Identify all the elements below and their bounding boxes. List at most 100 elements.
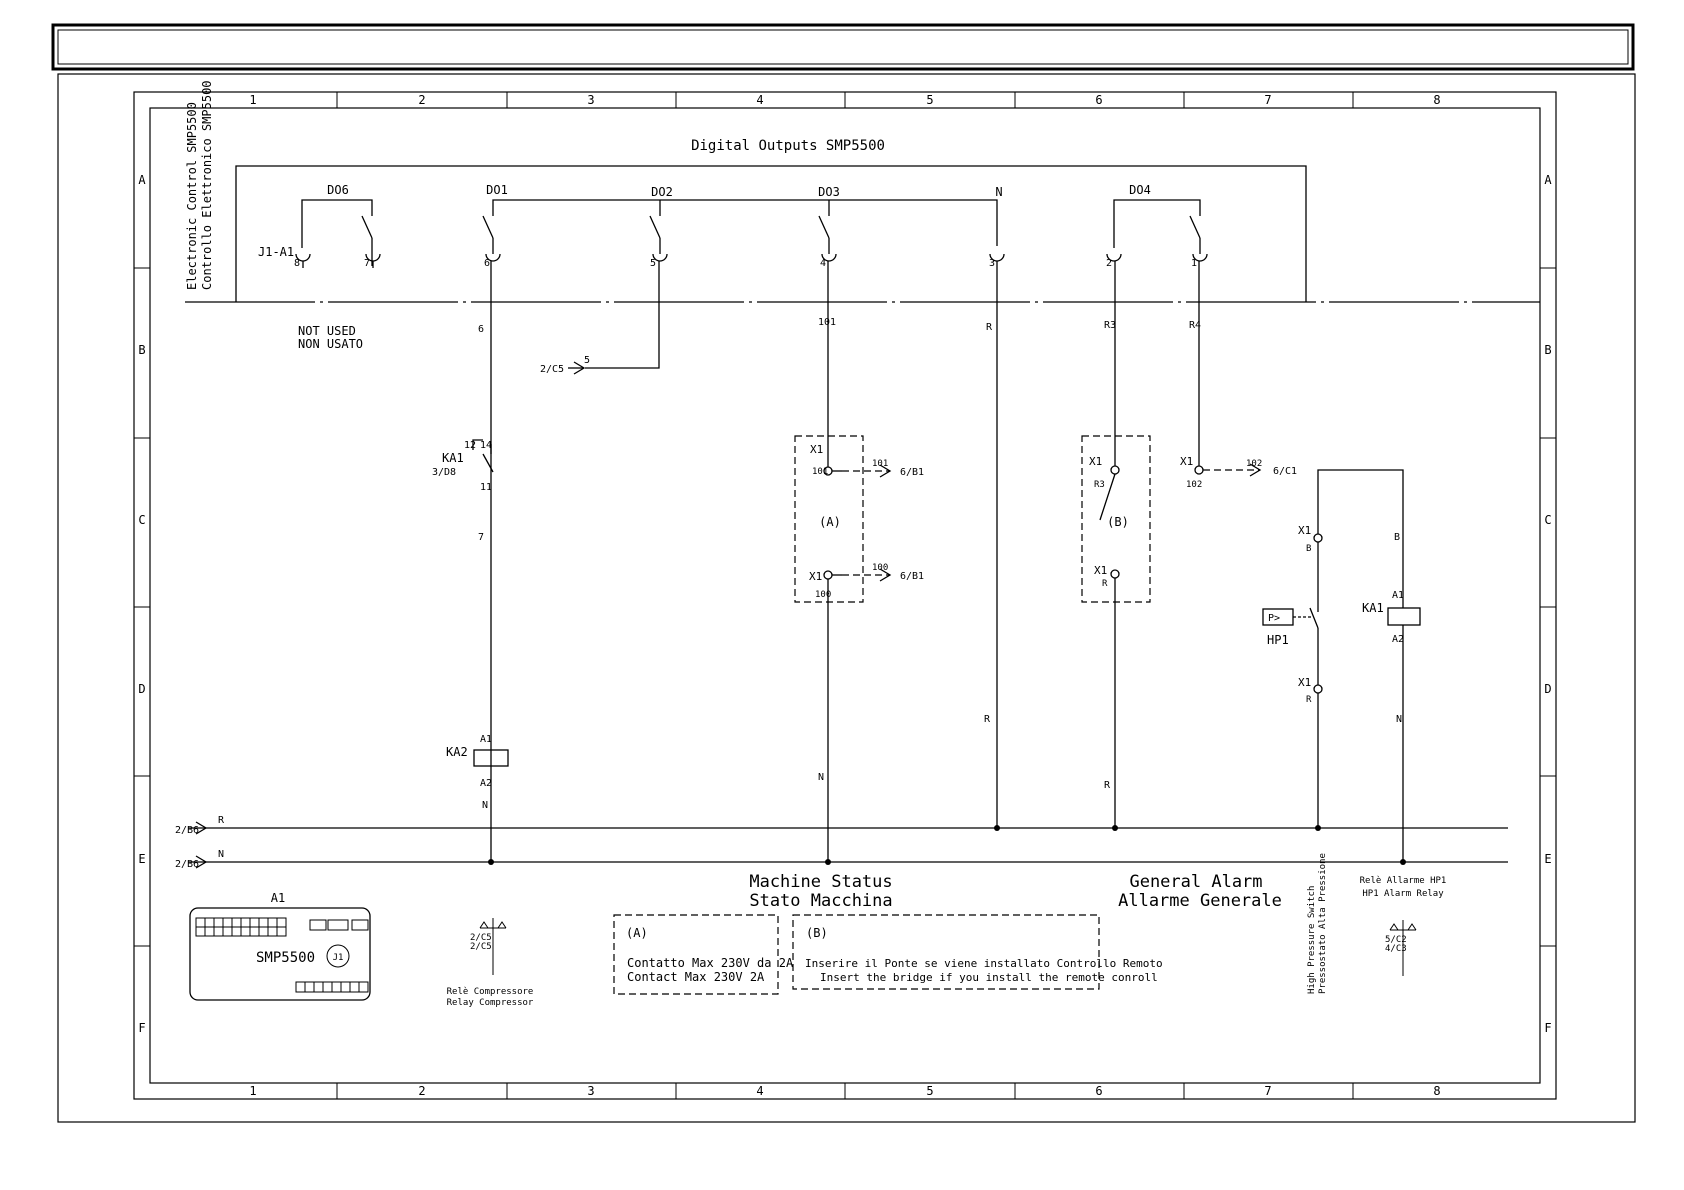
rail-n-ref: 2/B6 bbox=[175, 859, 199, 870]
row-label: D bbox=[1544, 682, 1551, 696]
alarm-relay-it: Relè Allarme HP1 bbox=[1360, 875, 1447, 886]
alarm-relay-en: HP1 Alarm Relay bbox=[1362, 889, 1444, 899]
row-labels-right: A B C D E F bbox=[1544, 173, 1552, 1035]
ka2-xref-2: 2/C5 bbox=[470, 942, 492, 952]
wire-r3-b: R3 bbox=[1094, 480, 1105, 490]
x1-hp-top: X1 bbox=[1298, 524, 1311, 537]
col-label: 1 bbox=[249, 93, 256, 107]
target-102: 6/C1 bbox=[1273, 466, 1297, 477]
compressor-relay-en: Relay Compressor bbox=[447, 998, 534, 1008]
row-label: C bbox=[1544, 513, 1551, 527]
common-bus-top bbox=[492, 199, 998, 246]
n-label: N bbox=[995, 185, 1002, 199]
do2-circuit bbox=[568, 215, 668, 375]
a1-model: SMP5500 bbox=[256, 950, 315, 966]
row-label: A bbox=[138, 173, 146, 187]
wire-n-ka2: N bbox=[482, 800, 488, 811]
col-label: 4 bbox=[756, 93, 763, 107]
ka1-ref: 3/D8 bbox=[432, 467, 456, 478]
ref-2c5: 2/C5 bbox=[540, 364, 564, 375]
ref-100: 100 bbox=[872, 563, 888, 573]
rail-r-ref: 2/B6 bbox=[175, 825, 199, 836]
do1-circuit bbox=[472, 215, 509, 862]
target-100: 6/B1 bbox=[900, 571, 924, 582]
ref-101: 101 bbox=[872, 459, 888, 469]
hp-switch-caption: High Pressure Switch Pressostato Alta Pr… bbox=[1307, 853, 1328, 994]
x1-do4: X1 bbox=[1180, 455, 1193, 468]
row-label: B bbox=[1544, 343, 1551, 357]
ka1-coil-label: KA1 bbox=[1362, 601, 1384, 615]
note-b-line-2: Insert the bridge if you install the rem… bbox=[820, 971, 1158, 984]
not-used-it: NON USATO bbox=[298, 337, 363, 351]
note-b-line-1: Inserire il Ponte se viene installato Co… bbox=[805, 957, 1163, 970]
inner-frame bbox=[149, 107, 1541, 1084]
pin-3: 3 bbox=[989, 258, 995, 269]
do6-label: DO6 bbox=[327, 183, 349, 197]
rail-r-label: R bbox=[218, 815, 225, 826]
pin-2: 2 bbox=[1106, 258, 1112, 269]
wire-101-b: 101 bbox=[812, 467, 828, 477]
rail-n-label: N bbox=[218, 849, 224, 860]
do4-circuit bbox=[1099, 199, 1208, 828]
x1-b-top: X1 bbox=[1089, 455, 1102, 468]
target-101: 6/B1 bbox=[900, 467, 924, 478]
alarm-circuit bbox=[1262, 469, 1421, 862]
wire-102: 102 bbox=[1186, 480, 1202, 490]
junction-dots bbox=[488, 825, 1406, 865]
row-label: F bbox=[138, 1021, 145, 1035]
wire-b-hp: B bbox=[1306, 544, 1311, 554]
row-label: F bbox=[1544, 1021, 1551, 1035]
col-label: 6 bbox=[1095, 93, 1102, 107]
drawing-frame bbox=[133, 91, 1557, 1100]
x1-a-bottom: X1 bbox=[809, 570, 822, 583]
do6-output: DO6 J1-A1 8 7 NOT USED NON USATO bbox=[258, 183, 381, 351]
wire-r3: R3 bbox=[1104, 320, 1116, 331]
col-label: 7 bbox=[1264, 1084, 1271, 1098]
column-labels-top: 1 2 3 4 5 6 7 8 bbox=[249, 93, 1440, 107]
x1-hp-bottom: X1 bbox=[1298, 676, 1311, 689]
ka2-xref-symbol bbox=[479, 918, 507, 975]
row-label: D bbox=[138, 682, 145, 696]
outer-frame bbox=[57, 73, 1636, 1123]
col-label: 2 bbox=[418, 93, 425, 107]
title-bar bbox=[51, 23, 1635, 71]
side-label-en: Electronic Control SMP5500 bbox=[185, 102, 199, 290]
hp-switch-it: Pressostato Alta Pressione bbox=[1318, 853, 1328, 994]
ka2-label: KA2 bbox=[446, 745, 468, 759]
a1-connector: J1 bbox=[333, 953, 344, 963]
box-b-label: (B) bbox=[1107, 515, 1129, 529]
ka1-xref-symbol bbox=[1389, 920, 1417, 976]
wire-5: 5 bbox=[584, 355, 590, 366]
ka1-contact-14: 14 bbox=[480, 440, 492, 451]
do2-label: DO2 bbox=[651, 185, 673, 199]
supply-rails bbox=[188, 821, 1508, 869]
note-b-box bbox=[792, 914, 1100, 990]
do3-circuit bbox=[818, 215, 842, 862]
col-label: 8 bbox=[1433, 93, 1440, 107]
row-label: E bbox=[1544, 852, 1551, 866]
wire-11: 11 bbox=[480, 482, 492, 493]
wire-r-n: R bbox=[986, 322, 993, 333]
note-a-tag: (A) bbox=[626, 926, 648, 940]
col-label: 3 bbox=[587, 93, 594, 107]
grid-dividers bbox=[134, 92, 1556, 1099]
col-label: 2 bbox=[418, 1084, 425, 1098]
do3-label: DO3 bbox=[818, 185, 840, 199]
row-label: B bbox=[138, 343, 145, 357]
wire-n-ka1: N bbox=[1396, 714, 1402, 725]
col-label: 5 bbox=[926, 1084, 933, 1098]
ref-102: 102 bbox=[1246, 459, 1262, 469]
j1-label: J1-A1 bbox=[258, 245, 294, 259]
wire-r-hp: R bbox=[1306, 695, 1312, 705]
pin-8: 8 bbox=[294, 258, 300, 269]
do4-label: DO4 bbox=[1129, 183, 1151, 197]
ka1-xref-1: 5/C2 bbox=[1385, 935, 1407, 945]
ka2-xref-1: 2/C5 bbox=[470, 933, 492, 943]
row-label: C bbox=[138, 513, 145, 527]
col-label: 3 bbox=[587, 1084, 594, 1098]
do1-label: DO1 bbox=[486, 183, 508, 197]
side-label: Electronic Control SMP5500 Controllo Ele… bbox=[185, 80, 214, 290]
diagram-title: Digital Outputs SMP5500 bbox=[691, 138, 885, 154]
ka2-a2: A2 bbox=[480, 778, 492, 789]
wire-r-n-lower: R bbox=[984, 714, 991, 725]
